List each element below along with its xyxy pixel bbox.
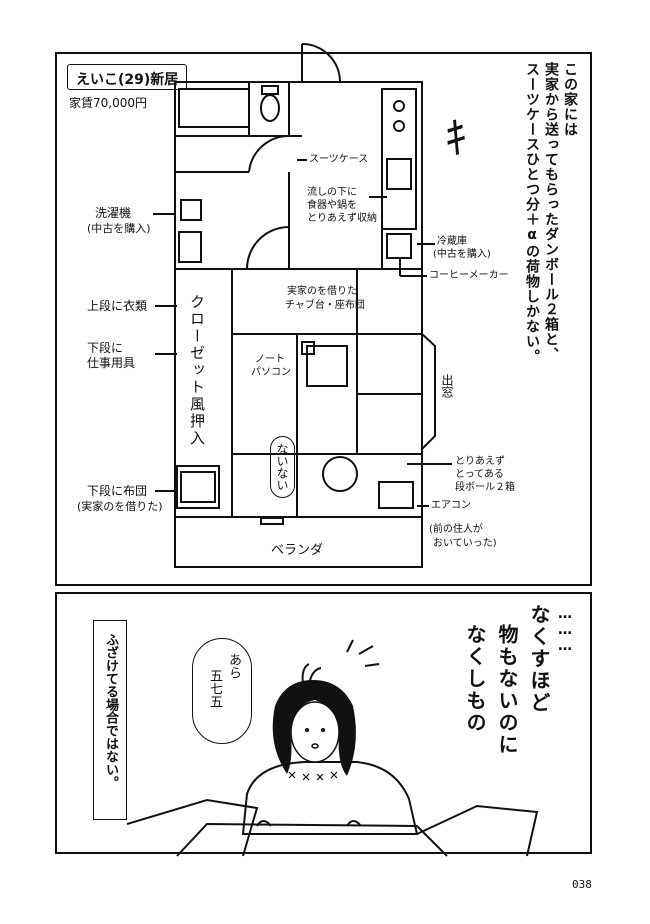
- page-number: 038: [572, 878, 592, 891]
- label-upper-shelf: 上段に衣類: [87, 299, 148, 313]
- haiku-line-2: 物もないのに: [495, 624, 519, 756]
- speech-bubble: あら 五七五: [192, 638, 252, 744]
- label-coffee: コーヒーメーカー: [429, 270, 509, 281]
- haiku-line-1: なくすほど: [527, 604, 551, 714]
- woman-illustration: [126, 639, 539, 857]
- label-fridge-1: 冷蔵庫: [437, 236, 467, 247]
- label-nothing: ないない: [270, 436, 295, 498]
- label-futon-2: (実家のを借りた): [77, 500, 163, 513]
- label-lower-shelf-2: 仕事用具: [87, 356, 136, 370]
- speech-line-1: あら: [226, 653, 241, 679]
- label-aircon-note-1: (前の住人が: [429, 524, 483, 535]
- narration-col-2: 実家から送ってもらったダンボール２箱と、: [543, 62, 559, 362]
- label-closet: クローゼット風押入: [188, 294, 206, 447]
- panel-haiku: ふざけてる場合ではない。 あら 五七五 ……… なくすほど 物もないのに なくし…: [55, 592, 592, 857]
- panel-floorplan: えいこ(29)新居 家賃70,000円 この家には 実家から送ってもらったダンボ…: [55, 43, 592, 586]
- label-sink-1: 流しの下に: [307, 187, 357, 198]
- title-box: えいこ(29)新居: [67, 64, 187, 90]
- label-sink-2: 食器や鍋を: [307, 200, 357, 211]
- label-washer-2: (中古を購入): [87, 222, 151, 235]
- narration-box: ふざけてる場合ではない。: [93, 620, 127, 820]
- title-text: えいこ(29)新居: [76, 72, 179, 88]
- dots-text: ………: [557, 606, 573, 654]
- label-aircon-note-2: おいていった): [433, 538, 497, 549]
- narration-col-1: この家には: [562, 62, 578, 137]
- label-washer-1: 洗濯機: [95, 206, 132, 220]
- narration-col-3: スーツケースひとつ分＋αの荷物しかない。: [524, 62, 540, 364]
- label-boxes-1: とりあえず: [455, 456, 505, 467]
- label-table-1: 実家のを借りた: [287, 286, 357, 297]
- label-fridge-2: (中古を購入): [433, 249, 491, 260]
- label-aircon: エアコン: [431, 500, 471, 511]
- label-lower-shelf-1: 下段に: [87, 341, 124, 355]
- speech-line-2: 五七五: [207, 669, 222, 708]
- floorplan-drawing: [153, 43, 452, 568]
- haiku-line-3: なくしもの: [463, 624, 487, 734]
- label-futon-1: 下段に布団: [87, 484, 148, 498]
- rent-text: 家賃70,000円: [69, 96, 147, 110]
- label-suitcase: スーツケース: [309, 154, 369, 165]
- label-laptop-2: パソコン: [251, 367, 291, 378]
- narration-text: ふざけてる場合ではない。: [103, 633, 118, 789]
- compass-mark: ｷ: [445, 113, 467, 164]
- label-boxes-3: 段ボール２箱: [455, 482, 515, 493]
- label-sink-3: とりあえず収納: [307, 213, 377, 224]
- label-boxes-2: とってある: [455, 469, 504, 480]
- label-laptop-1: ノート: [255, 354, 285, 365]
- label-bay-window: 出窓: [440, 374, 454, 398]
- label-balcony: ベランダ: [271, 543, 324, 558]
- label-table-2: チャブ台・座布団: [285, 300, 365, 311]
